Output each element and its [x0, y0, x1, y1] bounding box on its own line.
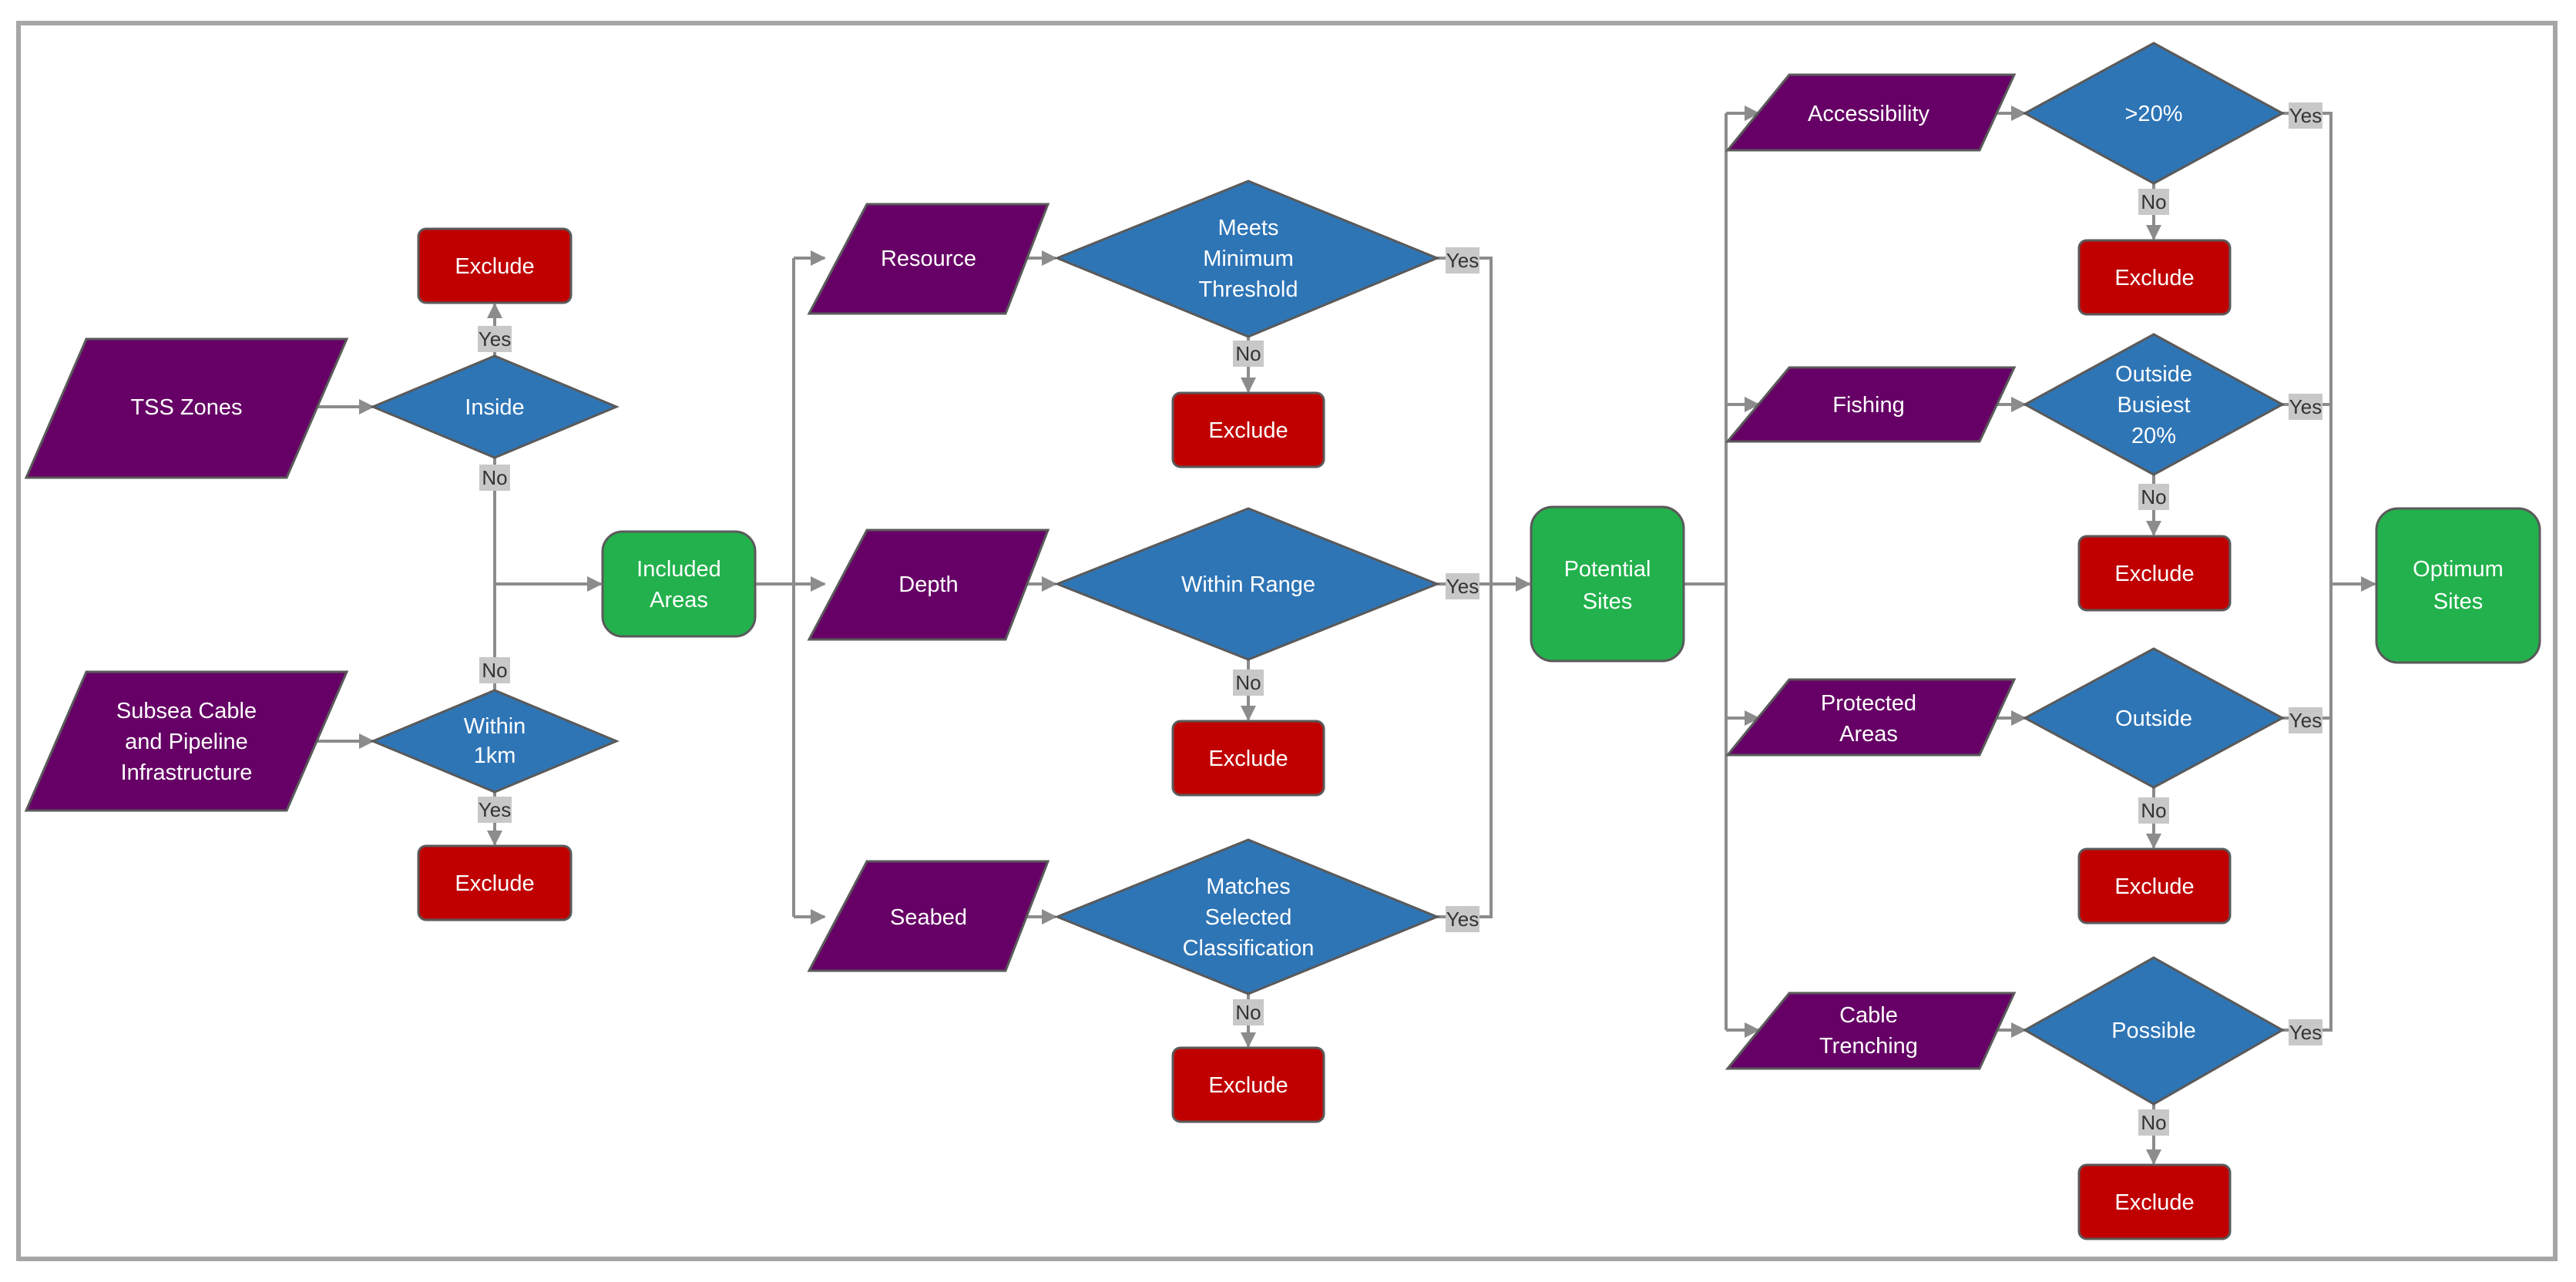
node-resource: Resource: [807, 203, 1050, 315]
badge-inside-no: No: [479, 465, 510, 491]
node-exclude-depth-text: Exclude: [1208, 747, 1288, 771]
node-exclude-depth: Exclude: [1171, 720, 1325, 797]
node-exclude-protected-text: Exclude: [2114, 874, 2194, 899]
badge-range-no: No: [1233, 670, 1264, 696]
node-fishing-text: Fishing: [1832, 393, 1905, 418]
node-resource-text: Resource: [881, 247, 976, 271]
badge-busiest-yes: Yes: [2289, 394, 2322, 420]
node-over-20-percent-text: >20%: [2125, 102, 2183, 126]
node-seabed-text: Seabed: [890, 905, 967, 930]
node-exclude-resource: Exclude: [1171, 391, 1325, 468]
node-exclude-fishing: Exclude: [2077, 535, 2232, 612]
badge-threshold-no-text: No: [1235, 342, 1261, 365]
node-exclude-fishing-text: Exclude: [2114, 562, 2194, 586]
node-exclude-subsea-text: Exclude: [455, 871, 534, 896]
badge-classification-no-text: No: [1235, 1001, 1261, 1024]
badge-within1km-yes: Yes: [478, 797, 512, 823]
node-outside: Outside: [2022, 647, 2285, 789]
node-over-20-percent: >20%: [2022, 42, 2285, 185]
node-outside-text: Outside: [2115, 706, 2192, 731]
node-seabed: Seabed: [807, 860, 1050, 972]
badge-over20-no-text: No: [2141, 190, 2166, 213]
badge-possible-no-text: No: [2141, 1111, 2166, 1134]
node-exclude-tss: Exclude: [417, 227, 573, 304]
node-exclude-resource-text: Exclude: [1208, 418, 1288, 443]
badge-possible-no: No: [2138, 1109, 2169, 1136]
node-inside-decision-text: Inside: [465, 395, 524, 420]
node-possible: Possible: [2022, 956, 2285, 1106]
badge-busiest-yes-text: Yes: [2289, 395, 2322, 418]
node-exclude-seabed-text: Exclude: [1208, 1073, 1288, 1098]
badge-classification-yes-text: Yes: [1446, 908, 1479, 931]
badge-busiest-no-text: No: [2141, 485, 2166, 508]
badge-range-yes: Yes: [1446, 573, 1479, 599]
badge-outside-no: No: [2138, 797, 2169, 824]
node-possible-text: Possible: [2111, 1019, 2196, 1043]
badge-inside-yes: Yes: [478, 326, 512, 352]
node-accessibility-text: Accessibility: [1808, 102, 1929, 126]
badge-classification-yes: Yes: [1446, 906, 1479, 932]
node-within-range: Within Range: [1053, 507, 1441, 661]
node-exclude-seabed: Exclude: [1171, 1046, 1325, 1123]
node-accessibility: Accessibility: [1725, 73, 2017, 152]
badge-over20-no: No: [2138, 189, 2169, 215]
badge-threshold-yes: Yes: [1446, 247, 1479, 274]
badge-outside-no-text: No: [2141, 799, 2166, 822]
badge-within1km-no: No: [479, 657, 510, 683]
badge-within1km-no-text: No: [482, 659, 507, 682]
badge-range-yes-text: Yes: [1446, 575, 1479, 598]
node-fishing: Fishing: [1725, 366, 2017, 443]
node-exclude-trenching-text: Exclude: [2114, 1190, 2194, 1215]
badge-outside-yes: Yes: [2289, 707, 2322, 733]
node-exclude-accessibility-text: Exclude: [2114, 266, 2194, 290]
badge-within1km-yes-text: Yes: [479, 798, 511, 821]
badge-over20-yes-text: Yes: [2289, 104, 2322, 127]
badge-inside-no-text: No: [482, 466, 507, 489]
node-tss-zones-text: TSS Zones: [130, 395, 242, 420]
node-exclude-protected: Exclude: [2077, 847, 2232, 925]
node-within-range-text: Within Range: [1181, 572, 1315, 597]
node-exclude-trenching: Exclude: [2077, 1163, 2232, 1240]
node-exclude-subsea: Exclude: [417, 844, 573, 921]
node-tss-zones: TSS Zones: [24, 337, 349, 479]
badge-possible-yes: Yes: [2289, 1019, 2322, 1045]
badge-inside-yes-text: Yes: [479, 327, 511, 351]
node-exclude-tss-text: Exclude: [455, 254, 534, 279]
node-depth-text: Depth: [898, 572, 958, 597]
badge-outside-yes-text: Yes: [2289, 709, 2322, 732]
badge-over20-yes: Yes: [2289, 102, 2322, 129]
badge-possible-yes-text: Yes: [2289, 1021, 2322, 1044]
badge-range-no-text: No: [1235, 671, 1261, 694]
badge-threshold-yes-text: Yes: [1446, 249, 1479, 272]
edge-labels: Yes No No Yes Yes No Yes No Yes No Yes N…: [478, 102, 2322, 1136]
node-inside-decision: Inside: [370, 354, 620, 459]
badge-threshold-no: No: [1233, 341, 1264, 367]
badge-busiest-no: No: [2138, 484, 2169, 510]
node-exclude-accessibility: Exclude: [2077, 239, 2232, 316]
badge-classification-no: No: [1233, 999, 1264, 1025]
node-depth: Depth: [807, 529, 1050, 641]
